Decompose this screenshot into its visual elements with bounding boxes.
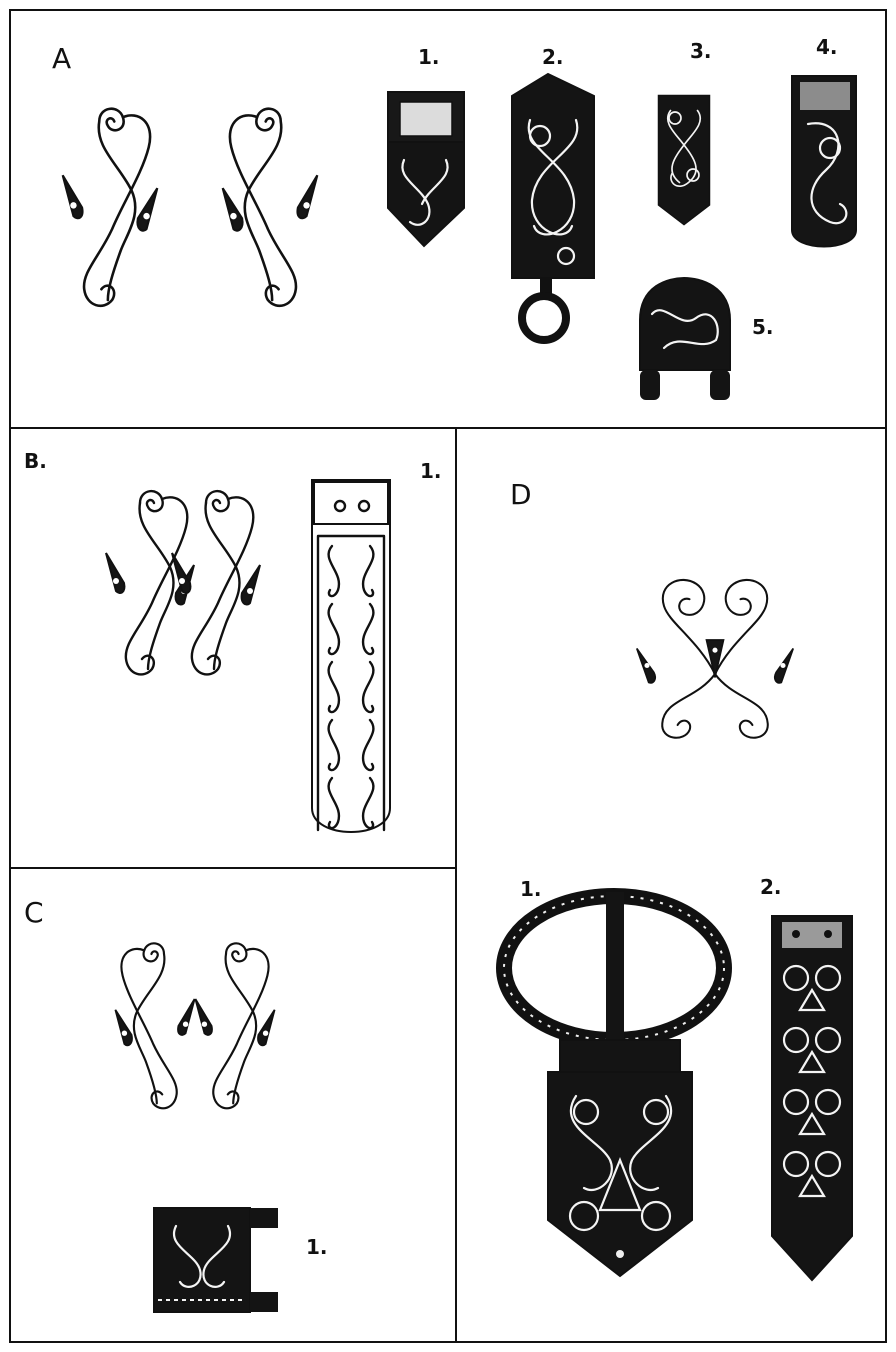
panel-b-label: B. bbox=[24, 449, 47, 473]
strap-end-icon bbox=[388, 92, 464, 246]
panel-a: A 1. 2. 3. bbox=[52, 35, 856, 400]
panel-d-label: D bbox=[510, 478, 532, 511]
s-scroll-with-bird-heads-icon bbox=[63, 109, 158, 306]
item-label: 3. bbox=[690, 39, 712, 63]
panel-b: B. 1. bbox=[24, 449, 442, 832]
panel-d: D 1. bbox=[504, 478, 852, 1280]
s-scroll-with-bird-heads-icon bbox=[637, 580, 793, 738]
strap-end-icon bbox=[659, 96, 710, 225]
strap-end-icon bbox=[512, 74, 594, 340]
item-label: 5. bbox=[752, 315, 774, 339]
s-scroll-with-bird-heads-icon bbox=[223, 109, 318, 306]
panel-a-label: A bbox=[52, 42, 71, 75]
s-scroll-with-bird-heads-icon bbox=[195, 943, 274, 1108]
item-label: 2. bbox=[760, 875, 782, 899]
strap-end-icon bbox=[312, 480, 390, 832]
strap-end-icon bbox=[772, 916, 852, 1280]
item-label: 1. bbox=[306, 1235, 328, 1259]
panel-c-label: C bbox=[24, 896, 44, 929]
item-label: 4. bbox=[816, 35, 838, 59]
item-label: 2. bbox=[542, 45, 564, 69]
item-label: 1. bbox=[520, 877, 542, 901]
s-scroll-with-bird-heads-icon bbox=[115, 943, 194, 1108]
belt-buckle-icon bbox=[640, 278, 730, 400]
item-label: 1. bbox=[420, 459, 442, 483]
strap-end-icon bbox=[792, 76, 856, 247]
belt-buckle-icon bbox=[154, 1208, 278, 1312]
panel-c: C 1. bbox=[24, 896, 328, 1312]
belt-buckle-icon bbox=[504, 892, 724, 1276]
item-label: 1. bbox=[418, 45, 440, 69]
s-scroll-with-bird-heads-icon bbox=[172, 491, 260, 674]
